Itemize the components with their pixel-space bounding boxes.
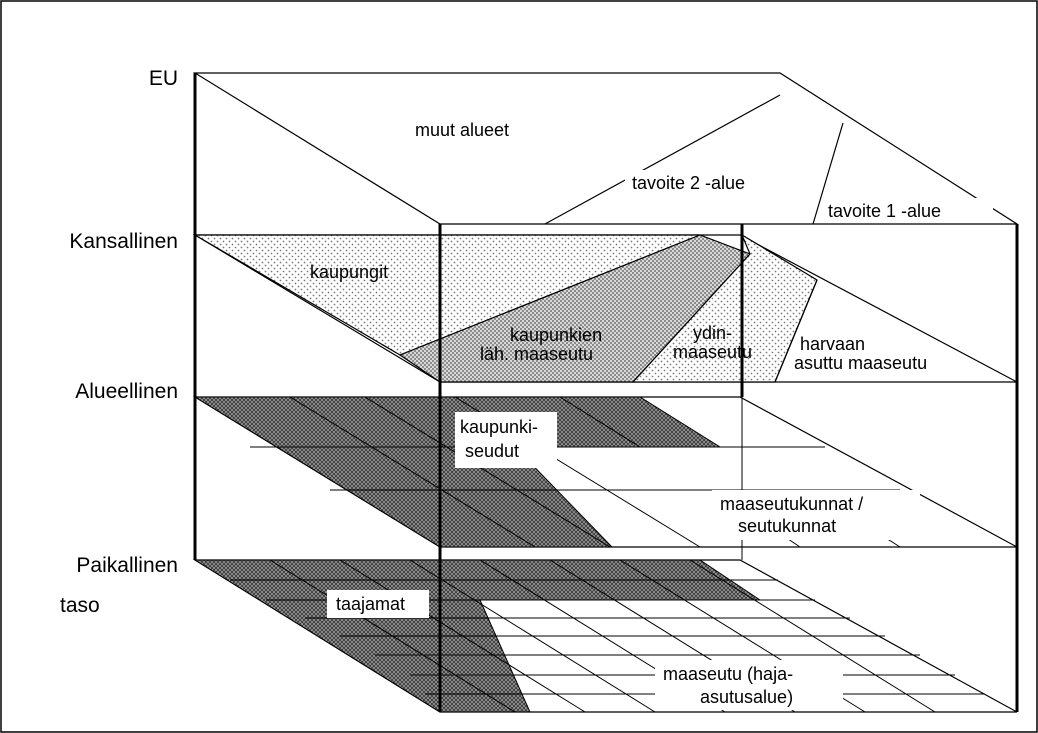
label-sparse-rural-1: harvaan (800, 334, 865, 354)
label-cities: kaupungit (310, 262, 388, 282)
label-other-areas: muut alueet (415, 120, 509, 140)
label-urban-regions-1: kaupunki- (460, 417, 538, 437)
label-urban-adjacent-2: läh. maaseutu (480, 344, 593, 364)
level-label-eu: EU (149, 67, 178, 90)
level-label-local-2: taso (60, 594, 100, 617)
label-countryside-1: maaseutu (haja- (663, 664, 793, 684)
label-urban-regions-2: seudut (465, 441, 519, 461)
label-core-rural-1: ydin- (693, 323, 732, 343)
label-urban-adjacent-1: kaupunkien (510, 325, 602, 345)
label-core-rural-2: maaseutu (673, 342, 752, 362)
label-agglomerations: taajamat (336, 594, 405, 614)
label-objective-2: tavoite 2 -alue (632, 173, 745, 193)
level-label-regional: Alueellinen (75, 380, 178, 403)
label-rural-municipalities-1: maaseutukunnat / (720, 494, 863, 514)
label-sparse-rural-2: asuttu maaseutu (794, 353, 927, 373)
label-objective-1: tavoite 1 -alue (828, 201, 941, 221)
label-rural-municipalities-2: seutukunnat (738, 516, 836, 536)
eu-divider-1 (544, 94, 781, 225)
label-countryside-2: asutusalue) (700, 687, 793, 707)
eu-divider-2 (812, 122, 844, 225)
level-label-local: Paikallinen (76, 554, 178, 577)
national-divider-3 (774, 279, 818, 383)
level-label-national: Kansallinen (69, 230, 178, 253)
